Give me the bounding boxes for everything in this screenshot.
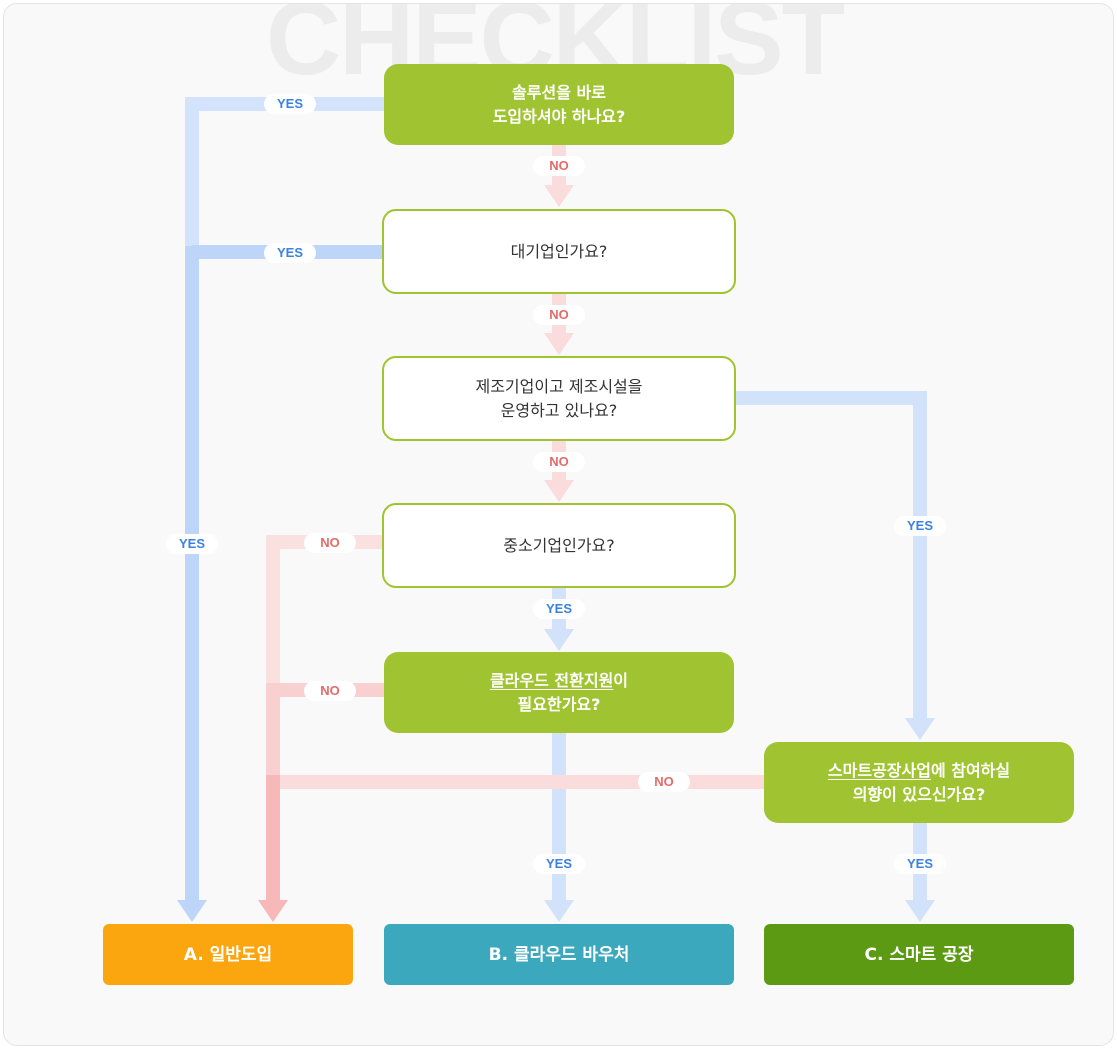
question-cloud-support-rest: 이 필요한가요? bbox=[517, 670, 629, 714]
question-smart-factory-rest: 에 참여하실 의향이 있으신가요? bbox=[852, 760, 1011, 804]
question-immediate-adoption: 솔루션을 바로 도입하셔야 하나요? bbox=[384, 64, 734, 145]
question-smart-factory-text: 스마트공장사업에 참여하실 의향이 있으신가요? bbox=[828, 759, 1010, 807]
yes-label-q4: YES bbox=[533, 599, 585, 619]
no-label-q5: NO bbox=[304, 681, 356, 701]
question-sme-text: 중소기업인가요? bbox=[503, 535, 615, 555]
no-label-q6: NO bbox=[638, 772, 690, 792]
question-manufacturing: 제조기업이고 제조시설을 운영하고 있나요? bbox=[382, 356, 736, 441]
no-label-q4: NO bbox=[304, 533, 356, 553]
arrowhead-to-c bbox=[905, 900, 935, 922]
yes-label-left-trunk: YES bbox=[166, 534, 218, 554]
question-sme: 중소기업인가요? bbox=[382, 503, 736, 588]
arrowhead-to-a-yes bbox=[177, 900, 207, 922]
question-smart-factory: 스마트공장사업에 참여하실 의향이 있으신가요? bbox=[764, 742, 1074, 823]
result-smart-factory-label: C. 스마트 공장 bbox=[864, 944, 974, 965]
yes-label-q3: YES bbox=[894, 516, 946, 536]
yes-connector-q3-q6 bbox=[735, 391, 927, 720]
no-connector-q4 bbox=[266, 535, 384, 700]
question-cloud-support-text: 클라우드 전환지원이 필요한가요? bbox=[490, 669, 628, 717]
no-label-q3: NO bbox=[533, 452, 585, 472]
yes-label-q1: YES bbox=[264, 94, 316, 114]
yes-connector-q5-b bbox=[552, 733, 566, 900]
no-arrowhead-q2 bbox=[544, 185, 574, 207]
cloud-support-term: 클라우드 전환지원 bbox=[489, 670, 614, 690]
result-general-adoption: A. 일반도입 bbox=[103, 924, 353, 985]
no-arrowhead-q3 bbox=[544, 333, 574, 355]
arrowhead-to-b bbox=[544, 900, 574, 922]
smart-factory-term: 스마트공장사업 bbox=[827, 760, 931, 780]
result-cloud-voucher: B. 클라우드 바우처 bbox=[384, 924, 734, 985]
question-cloud-support: 클라우드 전환지원이 필요한가요? bbox=[384, 652, 734, 733]
question-immediate-adoption-text: 솔루션을 바로 도입하셔야 하나요? bbox=[492, 82, 626, 126]
no-arrowhead-q4 bbox=[544, 480, 574, 502]
yes-arrowhead-q5 bbox=[544, 629, 574, 651]
result-smart-factory: C. 스마트 공장 bbox=[764, 924, 1074, 985]
no-label-q2: NO bbox=[533, 305, 585, 325]
no-label-q1: NO bbox=[533, 156, 585, 176]
question-large-enterprise-text: 대기업인가요? bbox=[510, 241, 608, 261]
no-trunk-mid bbox=[266, 683, 280, 783]
question-large-enterprise: 대기업인가요? bbox=[382, 209, 736, 294]
arrowhead-to-a-no bbox=[258, 900, 288, 922]
yes-connector-q1 bbox=[185, 97, 384, 520]
yes-arrowhead-q6 bbox=[905, 718, 935, 740]
yes-label-q6: YES bbox=[894, 854, 946, 874]
question-manufacturing-text: 제조기업이고 제조시설을 운영하고 있나요? bbox=[475, 376, 643, 420]
no-trunk-bottom bbox=[266, 775, 280, 900]
result-general-adoption-label: A. 일반도입 bbox=[183, 944, 273, 965]
result-cloud-voucher-label: B. 클라우드 바우처 bbox=[488, 944, 630, 965]
yes-label-q2: YES bbox=[264, 243, 316, 263]
yes-label-q5: YES bbox=[533, 854, 585, 874]
